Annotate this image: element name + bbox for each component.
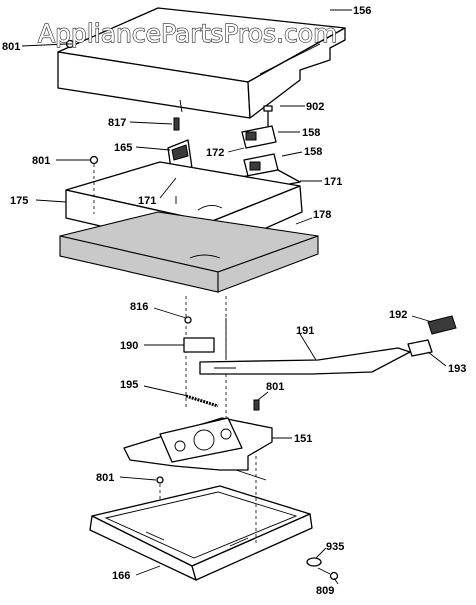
callout-817: 817 bbox=[108, 117, 126, 129]
callout-175: 175 bbox=[10, 195, 28, 207]
screw-817 bbox=[173, 117, 180, 131]
callout-192: 192 bbox=[389, 309, 407, 321]
callout-156: 156 bbox=[353, 5, 371, 17]
callout-195: 195 bbox=[120, 379, 138, 391]
callout-801-bottom: 801 bbox=[96, 472, 114, 484]
callout-190: 190 bbox=[120, 340, 138, 352]
base-tray-part-166 bbox=[89, 456, 313, 581]
part-193 bbox=[407, 339, 433, 357]
mechanism-plate-part-151 bbox=[123, 417, 273, 481]
callout-801-lower: 801 bbox=[266, 381, 284, 393]
callout-172: 172 bbox=[206, 147, 224, 159]
leader-lines bbox=[21, 9, 447, 585]
callout-801-top: 801 bbox=[2, 41, 20, 53]
top-cover-part-156 bbox=[57, 7, 346, 119]
callout-809: 809 bbox=[316, 585, 334, 597]
base-plate-part-178 bbox=[59, 211, 319, 293]
callout-935: 935 bbox=[326, 541, 344, 553]
callout-171-left: 171 bbox=[138, 195, 156, 207]
part-935 bbox=[306, 557, 322, 567]
callout-191: 191 bbox=[296, 325, 314, 337]
callout-902: 902 bbox=[306, 101, 324, 113]
callout-158-lower: 158 bbox=[304, 146, 322, 158]
bracket-part-190 bbox=[183, 318, 227, 360]
spring-part-195 bbox=[185, 394, 219, 408]
callout-816: 816 bbox=[130, 301, 148, 313]
screw-816 bbox=[184, 316, 192, 324]
lever-part-191 bbox=[199, 347, 411, 375]
callout-171-right: 171 bbox=[324, 176, 342, 188]
screw-801-top bbox=[65, 39, 75, 49]
callout-193: 193 bbox=[448, 363, 466, 375]
callout-165: 165 bbox=[114, 142, 132, 154]
callout-801-mid: 801 bbox=[32, 155, 50, 167]
screw-809 bbox=[317, 567, 339, 581]
callout-151: 151 bbox=[294, 433, 312, 445]
callout-166: 166 bbox=[112, 570, 130, 582]
screw-801-mid bbox=[89, 155, 99, 214]
callout-158-upper: 158 bbox=[302, 127, 320, 139]
callout-178: 178 bbox=[313, 209, 331, 221]
screw-801-lower bbox=[253, 399, 260, 411]
watermark-text: AppliancePartsPros.com bbox=[38, 19, 337, 48]
part-192 bbox=[427, 315, 457, 335]
switch-part-158-upper bbox=[241, 125, 277, 149]
